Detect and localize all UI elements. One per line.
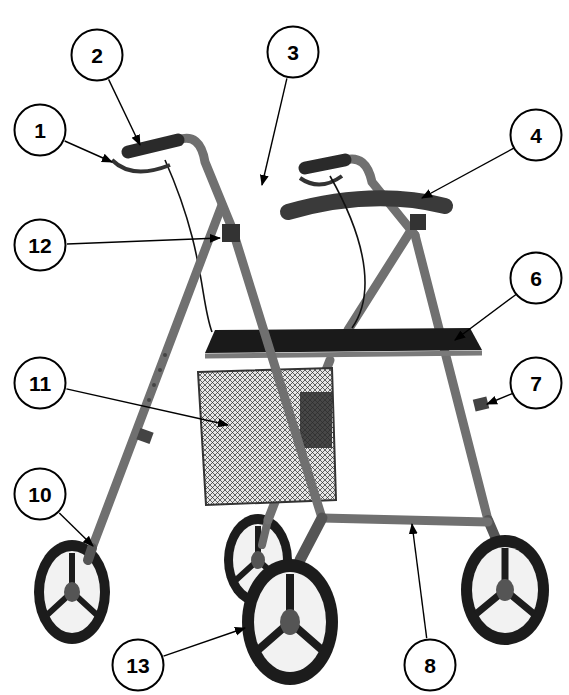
height-adjuster [473,396,489,411]
adjust-holes [147,353,167,402]
frame-joint [410,214,426,230]
callout-number: 10 [28,484,51,505]
callout-number: 1 [34,120,46,141]
callout-number: 7 [530,373,542,394]
brake-lever [300,176,342,185]
caster-fork [300,518,322,560]
callout-number: 4 [530,125,542,146]
callout-circle: 3 [266,25,320,79]
callout-text-holder: 4 [509,108,563,162]
callout-ring [511,358,562,409]
backrest [288,198,445,212]
callout-circle: 1 [13,103,67,157]
front-wheel [242,559,338,685]
left-frame [92,138,488,548]
height-adjuster [136,428,153,444]
callout-circle: 11 [13,356,67,410]
callout-circle: 10 [13,467,67,521]
callout-ring [15,220,66,271]
callout-number: 8 [424,655,436,676]
callout-text-holder: 8 [403,638,457,692]
callout-number: 3 [287,42,299,63]
callout-ring [15,105,66,156]
hand-grip [305,160,345,168]
callout-circle: 4 [509,108,563,162]
callout-number: 12 [28,235,51,256]
callout-ring [511,110,562,161]
callout-circle: 8 [403,638,457,692]
callout-ring [72,30,123,81]
callout-text-holder: 2 [70,28,124,82]
callout-text-holder: 3 [266,25,320,79]
callout-text-holder: 11 [13,356,67,410]
callout-ring [268,27,319,78]
callout-ring [15,358,66,409]
callout-circle: 7 [509,356,563,410]
callout-ring [15,469,66,520]
callout-number: 13 [126,655,149,676]
callout-number: 6 [530,268,542,289]
seat-frame [205,353,482,356]
callout-circle: 6 [509,251,563,305]
callout-text-holder: 13 [111,638,165,692]
frame-joint [222,224,240,242]
callout-text-holder: 1 [13,103,67,157]
callout-ring [113,640,164,691]
caster-fork [88,548,92,560]
rear-wheel [34,540,110,644]
front-wheel [461,535,549,645]
callout-circle: 12 [13,218,67,272]
callout-circle: 13 [111,638,165,692]
hand-grip [128,140,178,152]
basket-pocket [300,392,332,448]
callout-number: 2 [91,45,103,66]
callout-text-holder: 10 [13,467,67,521]
callout-ring [511,253,562,304]
callout-text-holder: 7 [509,356,563,410]
callout-number: 11 [29,373,51,394]
callout-circle: 2 [70,28,124,82]
brake-cable [330,176,365,328]
callout-text-holder: 12 [13,218,67,272]
callout-text-holder: 6 [509,251,563,305]
brake-lever [112,160,170,171]
seat [205,328,482,353]
callout-ring [405,640,456,691]
leader-lines [59,78,516,656]
